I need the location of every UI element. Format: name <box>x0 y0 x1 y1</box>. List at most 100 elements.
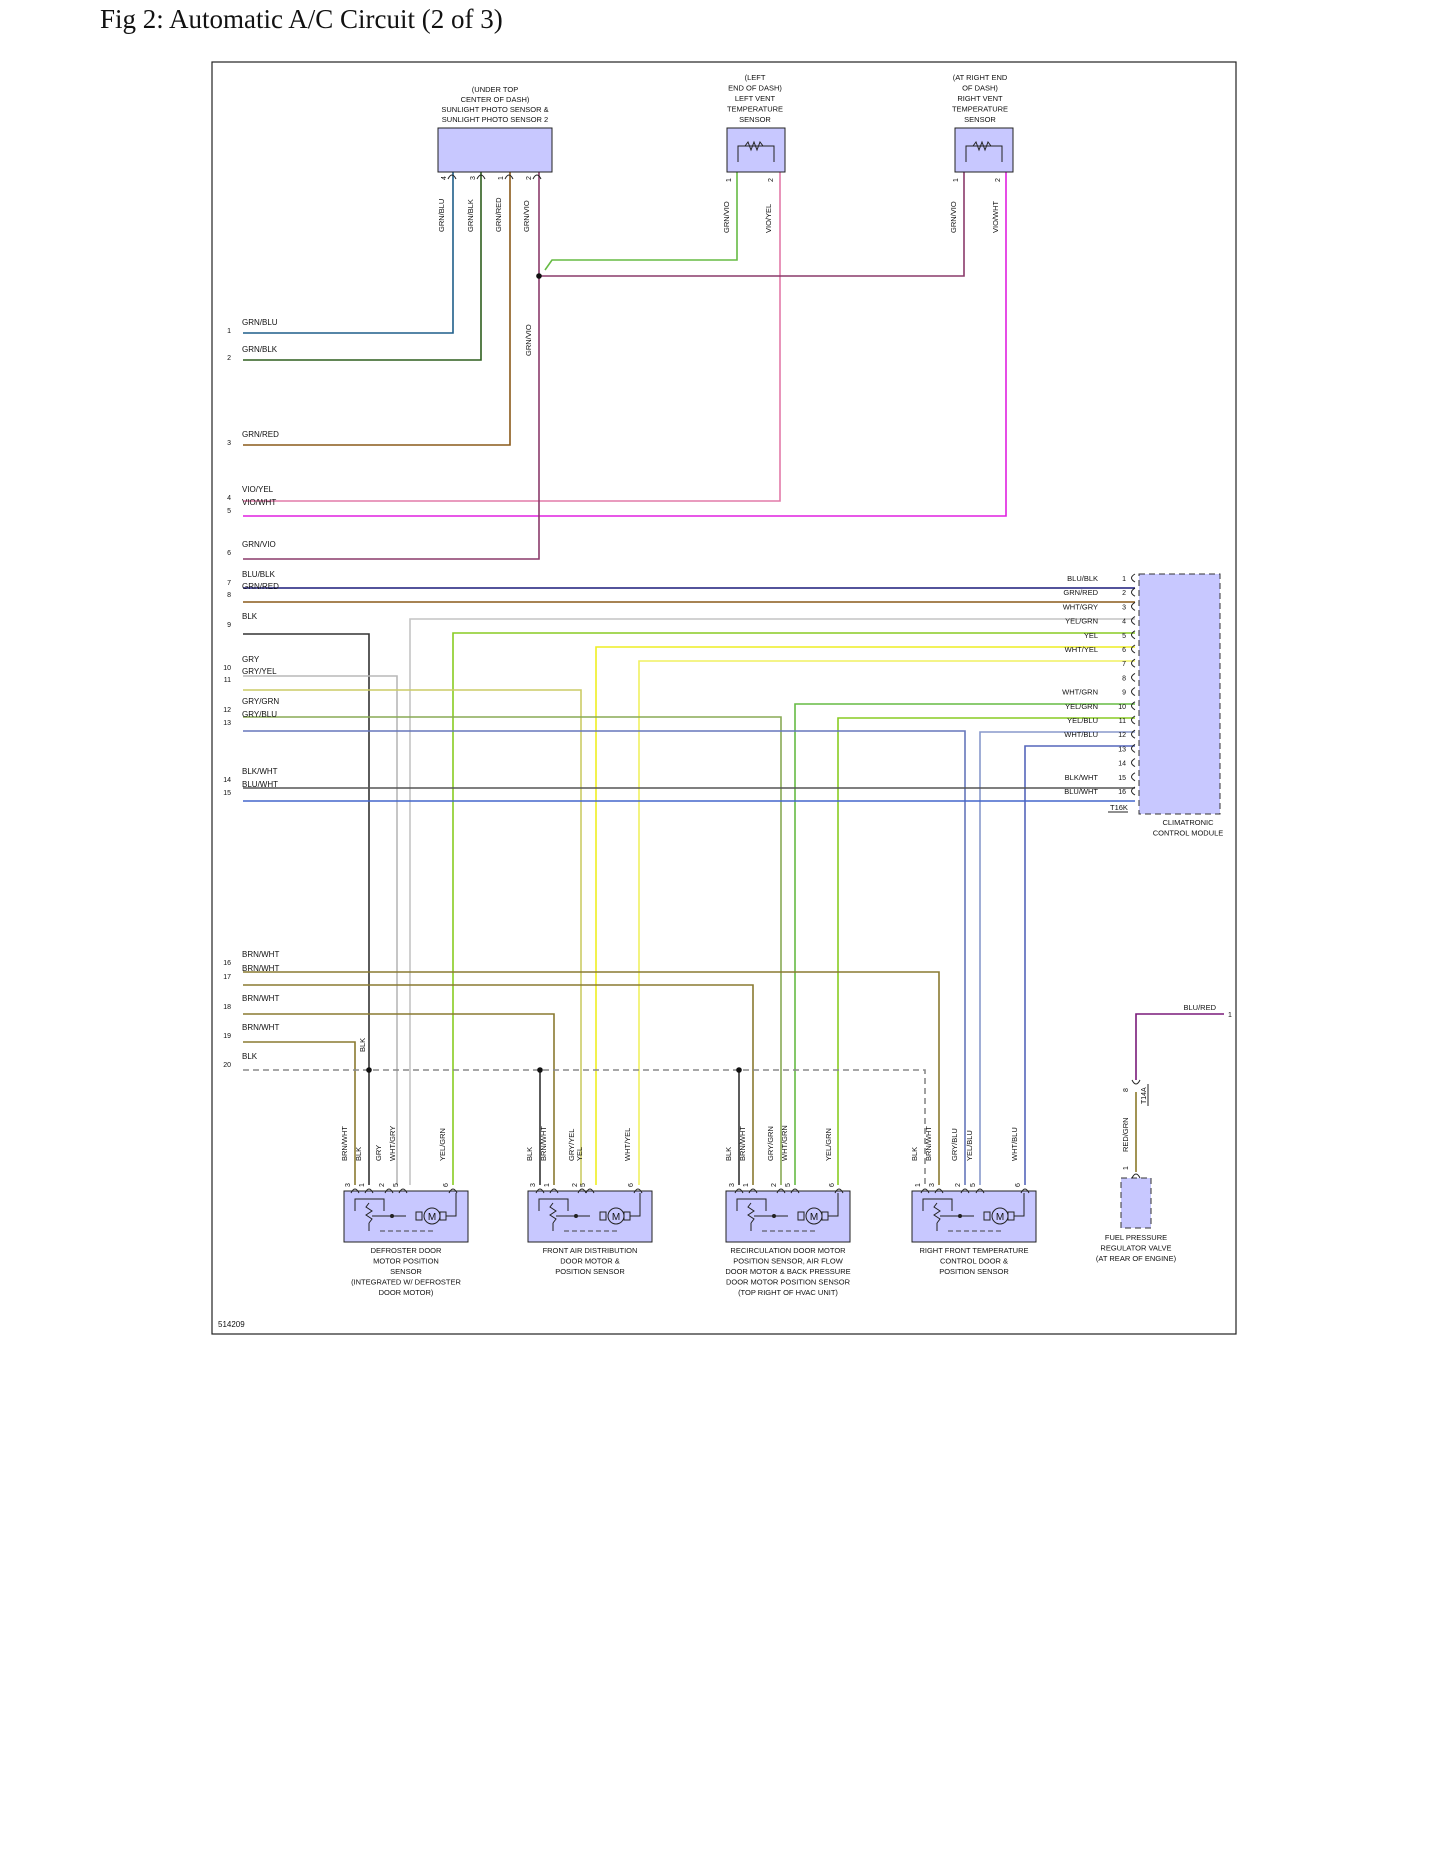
left-wire-label: BRN/WHT <box>242 994 279 1003</box>
motor-wire-label: WHT/GRY <box>388 1126 397 1161</box>
wire-wht-blu <box>1024 745 1135 1185</box>
motor-pin-number: 2 <box>955 1183 962 1187</box>
left-pin-number: 17 <box>223 974 231 981</box>
pin-chevron <box>633 1188 643 1194</box>
climatronic-pin-number: 2 <box>1122 590 1126 597</box>
wire-brn-wht-19 <box>243 1041 356 1185</box>
climatronic-pin-number: 9 <box>1122 690 1126 697</box>
motor-pin-number: 6 <box>1015 1183 1022 1187</box>
climatronic-wire-label: GRN/RED <box>1063 588 1098 597</box>
sunlight-wire-label: GRN/RED <box>494 197 503 232</box>
pin-chevron <box>1131 587 1136 597</box>
motor-label: (TOP RIGHT OF HVAC UNIT) <box>738 1288 838 1297</box>
right-vent-sensor-label: OF DASH) <box>962 84 998 93</box>
pin-chevron <box>1131 658 1136 668</box>
left-pin-number: 13 <box>223 720 231 727</box>
motor-label: DEFROSTER DOOR <box>371 1246 442 1255</box>
motor-label: (INTEGRATED W/ DEFROSTER <box>351 1278 461 1287</box>
left-pin-number: 5 <box>227 508 231 515</box>
motor-wire-label: GRY <box>374 1145 383 1161</box>
motor-wire-label: BRN/WHT <box>738 1126 747 1161</box>
climatronic-wire-label: YEL/BLU <box>1067 716 1098 725</box>
pin-chevron <box>1131 701 1136 711</box>
pin-chevron <box>384 1188 394 1194</box>
wire-wht-grn <box>794 703 1135 1185</box>
fuel-valve-label: (AT REAR OF ENGINE) <box>1096 1254 1177 1263</box>
wire-wht-yel <box>638 660 1135 1185</box>
climatronic-wire-label: WHT/GRY <box>1063 602 1098 611</box>
motor-brush <box>983 1211 991 1221</box>
wire-yel-blu <box>979 731 1135 1185</box>
motor-wire-label: BLK <box>910 1147 919 1161</box>
pin-chevron <box>748 1188 758 1194</box>
motor-wire-label: BLK <box>525 1147 534 1161</box>
left-vent-sensor-label: END OF DASH) <box>728 84 782 93</box>
motor-label: RIGHT FRONT TEMPERATURE <box>919 1246 1028 1255</box>
left-wire-label: BLU/WHT <box>242 780 278 789</box>
motor-label: POSITION SENSOR, AIR FLOW <box>733 1257 844 1266</box>
pin-chevron <box>1131 1173 1141 1179</box>
wire-gry-yel <box>243 689 582 1185</box>
motor-label: DOOR MOTOR & BACK PRESSURE <box>725 1267 850 1276</box>
climatronic-wire-label: WHT/YEL <box>1065 645 1098 654</box>
sunlight-wire-label: GRN/BLU <box>437 199 446 232</box>
wire-grn-vio <box>243 276 540 560</box>
wire-brn-wht-16 <box>243 971 940 1185</box>
left-pin-number: 6 <box>227 550 231 557</box>
motor-brush <box>797 1211 805 1221</box>
left-pin-number: 16 <box>223 960 231 967</box>
pin-chevron <box>1131 601 1136 611</box>
left-vent-pin-number: 1 <box>726 178 733 182</box>
motor-pin-number: 3 <box>345 1183 352 1187</box>
pin-chevron <box>1131 729 1136 739</box>
left-vent-pin-number: 2 <box>768 178 775 182</box>
left-wire-label: BLK <box>242 612 258 621</box>
motor-pot-icon <box>549 1202 557 1224</box>
right-vent-sensor-label: TEMPERATURE <box>952 105 1008 114</box>
pin-chevron <box>532 174 542 180</box>
motor-label: DOOR MOTOR) <box>379 1288 434 1297</box>
left-vent-sensor-body <box>726 127 786 173</box>
wire-grn-blu <box>243 172 454 334</box>
ground-wire-label: BLK <box>358 1038 367 1052</box>
fuel-valve-wire-label: RED/GRN <box>1121 1117 1130 1152</box>
motor-pin-number: 2 <box>572 1183 579 1187</box>
wire-vio-yel <box>243 172 781 502</box>
climatronic-pin-number: 15 <box>1118 775 1126 782</box>
motor-pin-number: 1 <box>544 1183 551 1187</box>
motor-lead <box>446 1193 457 1217</box>
right-vent-resistor-icon <box>972 140 992 152</box>
motor-pot-lead <box>538 1198 569 1211</box>
climatronic-pin-number: 5 <box>1122 633 1126 640</box>
fuel-valve-pin-number: 8 <box>1123 1088 1130 1092</box>
left-wire-label: GRY/GRN <box>242 697 279 706</box>
motor-wire-label: BRN/WHT <box>340 1126 349 1161</box>
left-pin-number: 19 <box>223 1033 231 1040</box>
right-vent-wire-label: VIO/WHT <box>991 201 1000 233</box>
left-pin-number: 11 <box>224 677 231 684</box>
sunlight-sensor-label: SUNLIGHT PHOTO SENSOR & <box>441 105 548 114</box>
wire-yel-grn <box>452 632 1135 1185</box>
figure-title: Fig 2: Automatic A/C Circuit (2 of 3) <box>100 4 503 34</box>
left-wire-label: BRN/WHT <box>242 950 279 959</box>
motor-pin-number: 2 <box>379 1183 386 1187</box>
pin-chevron <box>1131 672 1136 682</box>
left-wire-label: GRY/YEL <box>242 667 277 676</box>
climatronic-wire-label: WHT/BLU <box>1064 730 1098 739</box>
pin-chevron <box>476 174 486 180</box>
left-wire-label: GRN/BLU <box>242 318 278 327</box>
left-vent-wire-label: GRN/VIO <box>722 201 731 233</box>
pin-chevron <box>364 1188 374 1194</box>
climatronic-wire-label: YEL/GRN <box>1065 702 1098 711</box>
wire-brn-wht-17 <box>243 984 754 1185</box>
fuel-valve-pin-number: 1 <box>1123 1166 1130 1170</box>
motor-pin-number: 2 <box>771 1183 778 1187</box>
climatronic-label: CONTROL MODULE <box>1153 829 1224 838</box>
climatronic-pin-number: 13 <box>1118 746 1126 753</box>
motor-m-icon: M <box>996 1212 1004 1223</box>
pin-chevron <box>960 1188 970 1194</box>
left-pin-number: 2 <box>227 355 231 362</box>
left-pin-number: 9 <box>227 622 231 629</box>
wire-yel-grn-2 <box>837 717 1135 1185</box>
climatronic-pin-number: 8 <box>1122 675 1126 682</box>
